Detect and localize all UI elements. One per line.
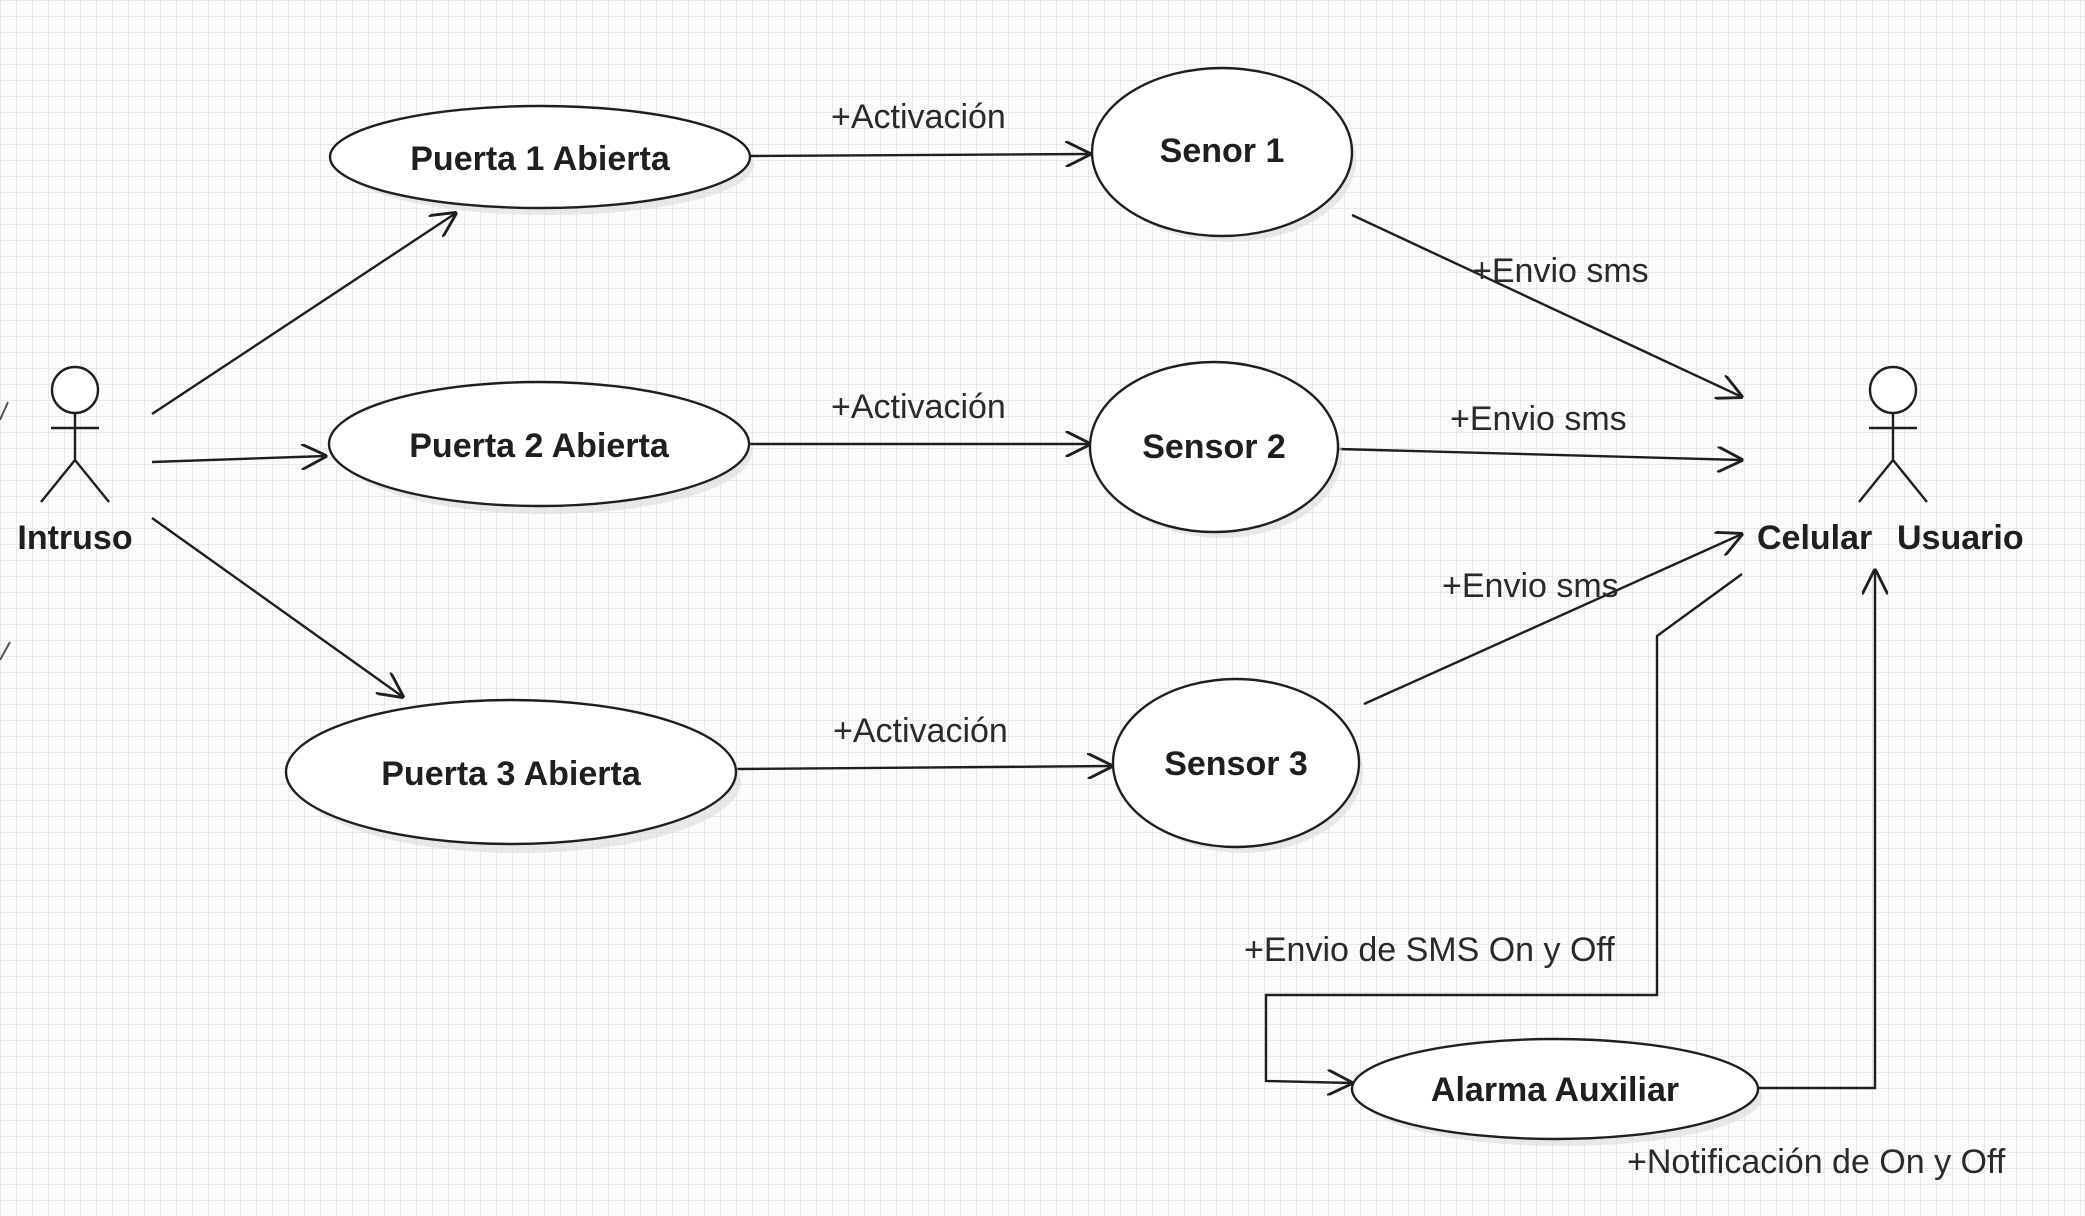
use-case-puerta-2[interactable]: Puerta 2 Abierta [327, 380, 752, 514]
edge-puerta1-sensor1 [750, 154, 1090, 156]
use-case-puerta-3[interactable]: Puerta 3 Abierta [284, 698, 741, 853]
edge-label-sms: +Envio sms [1450, 400, 1627, 438]
actor-leg [74, 459, 110, 503]
use-case-puerta-1[interactable]: Puerta 1 Abierta [328, 104, 754, 215]
use-case-alarma-auxiliar[interactable]: Alarma Auxiliar [1350, 1037, 1762, 1146]
edge-label-notification-on-off: +Notificación de On y Off [1627, 1143, 2006, 1181]
edge-label-activation: +Activación [831, 98, 1006, 136]
edge-label-sms: +Envio sms [1472, 252, 1649, 290]
use-case-label: Alarma Auxiliar [1431, 1071, 1679, 1109]
actor-head [50, 365, 100, 415]
edge-sensor2-celular [1337, 449, 1742, 460]
edge-sensor3-celular [1363, 534, 1742, 706]
edge-celular-alarma [1264, 573, 1743, 1083]
edge-intruso-puerta3 [151, 517, 403, 697]
use-case-sensor-1[interactable]: Senor 1 [1090, 66, 1356, 242]
edge-alarma-usuario [1755, 570, 1875, 1090]
actor-head [1868, 365, 1918, 415]
edge-intruso-puerta1 [151, 213, 456, 416]
use-case-label: Puerta 3 Abierta [381, 755, 642, 793]
actor-leg [1858, 459, 1894, 503]
actor-intruso[interactable] [40, 365, 110, 503]
edge-label-activation: +Activación [833, 712, 1008, 750]
use-case-label: Senor 1 [1160, 132, 1285, 170]
actor-label-usuario: Usuario [1897, 519, 2024, 557]
edge-label-sms-on-off: +Envio de SMS On y Off [1244, 931, 1615, 969]
edge-sensor1-celular [1351, 213, 1742, 397]
actor-leg [1892, 459, 1928, 503]
actor-label-celular: Celular [1757, 519, 1872, 557]
use-case-label: Puerta 2 Abierta [409, 427, 670, 465]
use-case-label: Sensor 3 [1164, 745, 1308, 783]
edge-fragment [0, 401, 9, 421]
actor-leg [40, 459, 76, 503]
edge-puerta3-sensor3 [735, 766, 1112, 769]
use-case-label: Sensor 2 [1142, 428, 1286, 466]
edge-intruso-puerta2 [151, 456, 326, 462]
edge-label-sms: +Envio sms [1442, 567, 1619, 605]
actor-celular-usuario[interactable] [1858, 365, 1928, 503]
use-case-sensor-2[interactable]: Sensor 2 [1088, 360, 1342, 538]
use-case-sensor-3[interactable]: Sensor 3 [1111, 677, 1363, 853]
use-case-label: Puerta 1 Abierta [410, 140, 671, 178]
actor-label-intruso: Intruso [17, 519, 132, 557]
edge-fragment [0, 641, 11, 661]
edge-label-activation: +Activación [831, 388, 1006, 426]
